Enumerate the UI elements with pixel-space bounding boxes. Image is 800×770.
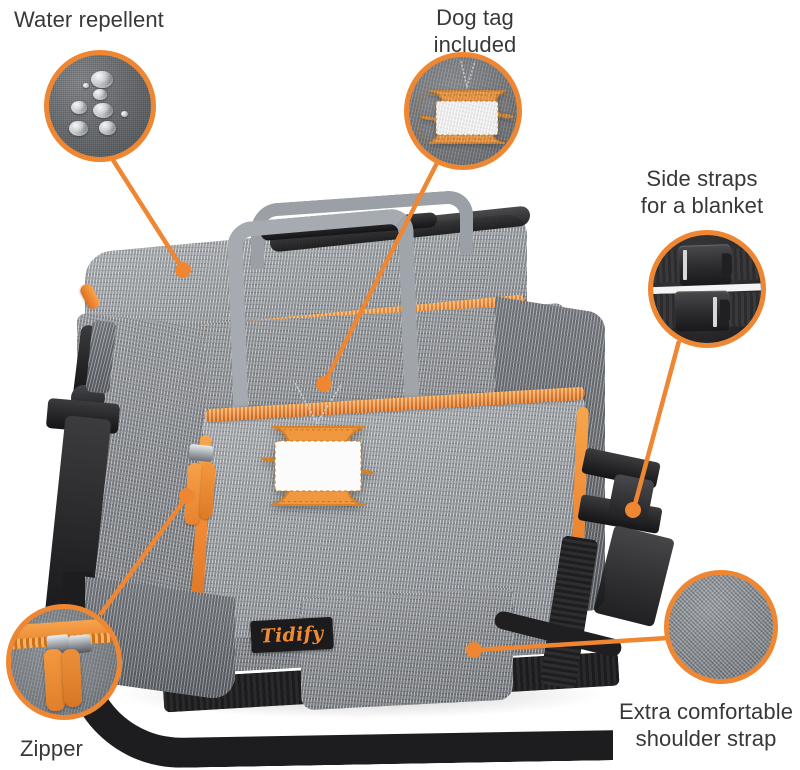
water-repellent-zoom-image [49, 55, 151, 157]
callout-bubble-shoulder-strap [664, 570, 778, 684]
product-image-cooler-bag: Tidify [40, 189, 675, 770]
leader-line-water-repellent [111, 158, 184, 270]
leader-dot-side-straps [625, 502, 641, 518]
leader-line-zipper [98, 496, 188, 617]
dog-tag-zoom-bone [417, 60, 517, 144]
leader-dot-shoulder-strap [466, 642, 482, 658]
water-droplet [71, 101, 87, 114]
leader-dot-zipper [179, 488, 195, 504]
water-droplet [99, 121, 116, 135]
leader-line-side-straps [631, 340, 682, 509]
dog-tag-zoom-image [409, 57, 517, 165]
water-droplet [91, 71, 113, 88]
leader-dot-dog-tag [316, 376, 332, 392]
zipper-zoom-image [11, 609, 117, 715]
leader-dot-water-repellent [175, 262, 191, 278]
callout-label-shoulder-strap: Extra comfortable shoulder strap [618, 699, 794, 751]
fabric-texture [409, 57, 517, 165]
callout-bubble-dog-tag [404, 52, 522, 170]
dog-tag-on-bag [241, 413, 395, 521]
callout-label-zipper: Zipper [20, 736, 83, 761]
buckle-slot [713, 297, 717, 327]
callout-bubble-side-straps [648, 230, 766, 348]
buckle-slot [683, 250, 687, 280]
dog-tag-chain-svg [294, 382, 342, 425]
woven-fabric-texture [669, 575, 773, 679]
callout-bubble-water-repellent [44, 50, 156, 162]
water-droplet [93, 89, 107, 100]
water-droplet [83, 83, 89, 88]
leader-line-shoulder-strap [475, 635, 669, 653]
callout-bubble-zipper [6, 604, 122, 720]
water-droplet [69, 121, 88, 136]
water-droplet [121, 111, 128, 117]
zipper-pull-tab [61, 648, 83, 708]
dog-tag-bone-shape [259, 426, 377, 506]
callout-label-water-repellent: Water repellent [14, 7, 164, 32]
callout-label-side-straps: Side straps for a blanket [640, 166, 764, 218]
water-droplet [93, 103, 113, 118]
leader-line-dog-tag [322, 161, 440, 384]
shoulder-strap-zoom-image [669, 575, 773, 679]
callout-label-dog-tag: Dog tag included [433, 5, 517, 57]
side-straps-zoom-image [653, 235, 761, 343]
dog-tag-chain [291, 382, 345, 425]
side-release-buckle [674, 290, 730, 332]
